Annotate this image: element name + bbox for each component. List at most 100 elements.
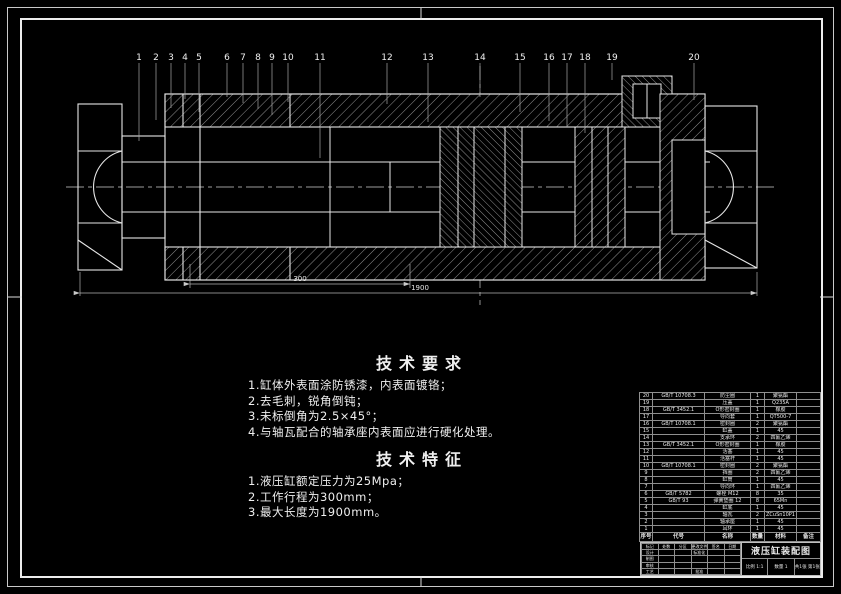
part-callout-12: 12: [381, 53, 392, 63]
tech-features-heading: 技术特征: [375, 450, 468, 469]
parts-table-cell: 45: [764, 427, 797, 435]
parts-table-cell: 1: [750, 427, 765, 435]
dimension-overall-label: 1900: [411, 284, 429, 292]
part-callout-14: 14: [474, 53, 486, 63]
parts-table-cell: 轴瓦: [704, 511, 751, 519]
parts-table-cell: [796, 518, 821, 526]
tech-feature-item: 1.液压缸额定压力为25Mpa；: [248, 474, 410, 488]
parts-table-cell: 四氟乙烯: [764, 469, 797, 477]
parts-table-cell: 1: [750, 504, 765, 512]
parts-table-cell: GB/T 3452.1: [652, 406, 705, 414]
parts-table-cell: 7: [639, 483, 653, 491]
parts-table-cell: 45: [764, 518, 797, 526]
parts-table-cell: 代号: [652, 532, 705, 542]
part-callout-7: 7: [240, 53, 246, 63]
title-block-row: 制图: [641, 555, 741, 563]
part-callout-4: 4: [182, 53, 188, 63]
parts-table-cell: 8: [639, 476, 653, 484]
parts-table-cell: [796, 420, 821, 428]
parts-table-cell: 45: [764, 504, 797, 512]
part-callout-17: 17: [561, 53, 572, 63]
parts-table-cell: 1: [750, 476, 765, 484]
parts-table-cell: 11: [639, 455, 653, 463]
parts-table-cell: 45: [764, 476, 797, 484]
parts-table-cell: [652, 483, 705, 491]
parts-table-cell: 数量: [750, 532, 765, 542]
parts-table-cell: 3: [639, 511, 653, 519]
parts-table-cell: 耳环: [704, 525, 751, 533]
title-block-cell: 标准化: [690, 549, 708, 557]
parts-table-cell: [796, 448, 821, 456]
parts-table-cell: [796, 462, 821, 470]
parts-table-cell: 橡胶: [764, 441, 797, 449]
parts-table-cell: 弹簧垫圈 12: [704, 497, 751, 505]
parts-table-cell: 防尘圈: [704, 392, 751, 400]
parts-table-cell: [796, 504, 821, 512]
part-callout-15: 15: [514, 53, 525, 63]
piston: [439, 126, 523, 248]
title-block-row: 工艺 批准: [641, 567, 741, 576]
title-block-cell: [707, 567, 725, 576]
parts-table-cell: 18: [639, 406, 653, 414]
parts-table-header: 序号代号名称数量材料备注: [639, 532, 821, 542]
part-callout-13: 13: [422, 53, 433, 63]
parts-table-cell: QT500-7: [764, 413, 797, 421]
tech-requirements-heading: 技术要求: [375, 354, 468, 373]
tech-requirement-item: 3.未标倒角为2.5×45°；: [248, 409, 384, 423]
parts-table-cell: [796, 483, 821, 491]
parts-table-cell: GB/T 93: [652, 497, 705, 505]
parts-table-cell: [796, 413, 821, 421]
parts-table-cell: [652, 511, 705, 519]
parts-table-cell: 1: [639, 525, 653, 533]
parts-table-cell: [652, 427, 705, 435]
title-block-cell: [723, 567, 741, 576]
parts-table-cell: GB/T 10708.1: [652, 462, 705, 470]
parts-table-cell: 压盖: [704, 399, 751, 407]
part-callout-9: 9: [269, 53, 275, 63]
parts-table-cell: 13: [639, 441, 653, 449]
part-callout-18: 18: [579, 53, 591, 63]
parts-table-cell: 密封圈: [704, 420, 751, 428]
parts-table-cell: 2: [639, 518, 653, 526]
parts-table-cell: 橡胶: [764, 406, 797, 414]
dimension-labels: 300 1900: [293, 275, 429, 292]
parts-table-cell: 4: [639, 504, 653, 512]
parts-table-cell: [652, 399, 705, 407]
parts-table-cell: 9: [639, 469, 653, 477]
parts-table-cell: 10: [639, 462, 653, 470]
part-callout-16: 16: [543, 53, 555, 63]
parts-table-cell: 14: [639, 434, 653, 442]
parts-table-cell: [796, 525, 821, 533]
parts-table-cell: 活塞: [704, 448, 751, 456]
parts-table-cell: 聚氨酯: [764, 392, 797, 400]
parts-table-cell: ZCuSn10P1: [764, 511, 797, 519]
parts-table-cell: 螺栓 M12: [704, 490, 751, 498]
parts-table-cell: 材料: [764, 532, 797, 542]
part-callout-19: 19: [606, 53, 618, 63]
title-block-cell: 工艺: [641, 567, 659, 576]
parts-table-cell: 导向环: [704, 483, 751, 491]
part-callout-3: 3: [168, 53, 174, 63]
title-block: 标记处数分区更改文件号签名日期设计标准化制图审核工艺批准 液压缸装配图 比例 1…: [640, 542, 821, 576]
parts-table-cell: [652, 469, 705, 477]
parts-table-cell: 四氟乙烯: [764, 434, 797, 442]
tech-requirement-item: 4.与轴瓦配合的轴承座内表面应进行硬化处理。: [248, 424, 500, 439]
tech-requirements-list: 1.缸体外表面涂防锈漆，内表面镀铬；2.去毛刺，锐角倒钝；3.未标倒角为2.5×…: [248, 378, 596, 440]
parts-table-cell: [796, 455, 821, 463]
parts-table-cell: 1: [750, 525, 765, 533]
parts-table-cell: [796, 392, 821, 400]
part-callout-20: 20: [688, 53, 700, 63]
title-block-cell: 批准: [690, 567, 708, 576]
parts-table-cell: [652, 476, 705, 484]
parts-table-cell: 2: [750, 511, 765, 519]
